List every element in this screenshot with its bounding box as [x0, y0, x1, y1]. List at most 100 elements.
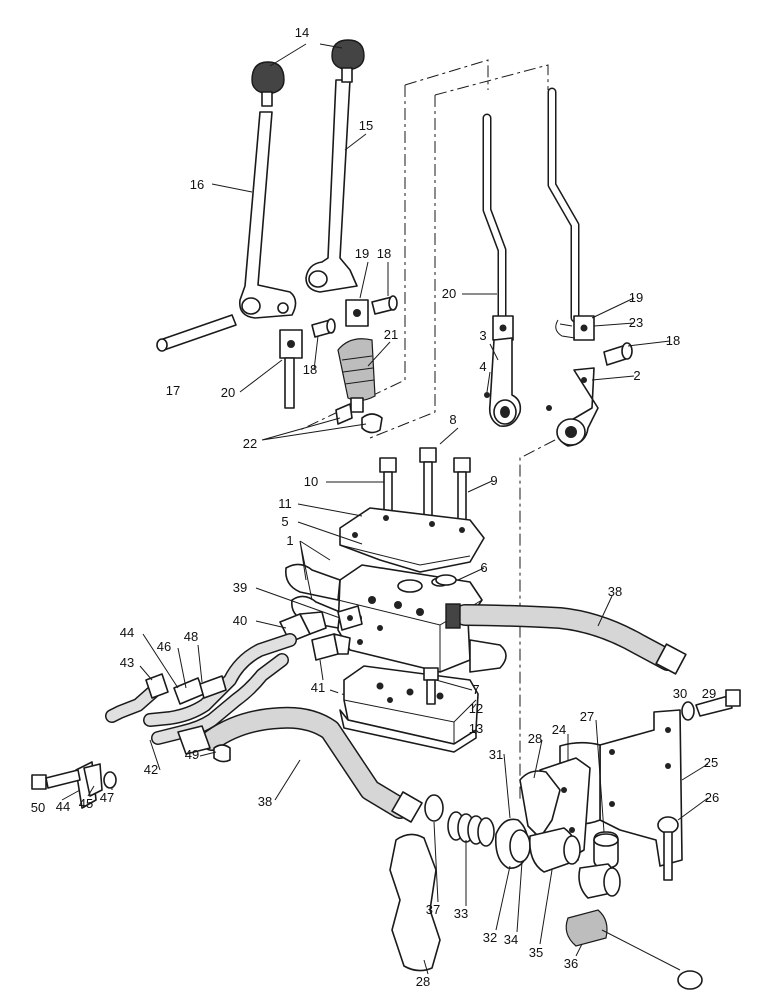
bolt-8: [419, 447, 437, 519]
spool-35: [578, 863, 621, 899]
pin-26: [657, 816, 679, 881]
part-label-p2: 2: [633, 368, 640, 383]
washer-37: [424, 794, 444, 822]
o-ring-6: [435, 574, 457, 586]
part-label-p7: 7: [472, 682, 479, 697]
part-label-p44b: 44: [56, 799, 70, 814]
part-label-p10: 10: [304, 474, 318, 489]
part-label-p44a: 44: [120, 625, 134, 640]
pin-18-upper: [371, 295, 398, 315]
pin-18-left: [311, 318, 336, 338]
part-label-p4: 4: [479, 359, 486, 374]
part-label-p34: 34: [504, 932, 518, 947]
part-label-p38a: 38: [608, 584, 622, 599]
arm-2: [556, 367, 599, 447]
part-label-p41: 41: [311, 680, 325, 695]
part-label-p22: 22: [243, 436, 257, 451]
part-label-p50: 50: [31, 800, 45, 815]
part-label-p5: 5: [281, 514, 288, 529]
part-label-p12: 12: [469, 701, 483, 716]
part-label-p15: 15: [359, 118, 373, 133]
part-label-p21: 21: [384, 327, 398, 342]
part-label-p47: 47: [100, 790, 114, 805]
arm-3: [488, 337, 522, 428]
spool-34: [528, 827, 581, 873]
part-label-p24: 24: [552, 722, 566, 737]
part-label-p46: 46: [157, 639, 171, 654]
part-label-p19b: 19: [629, 290, 643, 305]
part-label-p27: 27: [580, 709, 594, 724]
clevis-19-left: [345, 299, 369, 327]
part-label-p32: 32: [483, 930, 497, 945]
fitting-41: [311, 633, 351, 661]
knob-14-left: [251, 61, 285, 107]
part-label-p33: 33: [454, 906, 468, 921]
part-label-p26: 26: [705, 790, 719, 805]
part-label-p28a: 28: [528, 731, 542, 746]
part-label-p36: 36: [564, 956, 578, 971]
hose-38-lower: [177, 706, 423, 823]
pin-17: [156, 314, 237, 352]
part-label-p38b: 38: [258, 794, 272, 809]
part-label-p18c: 18: [666, 333, 680, 348]
knob-14-right: [331, 39, 365, 83]
part-label-p19a: 19: [355, 246, 369, 261]
parts-22: [335, 403, 383, 434]
part-label-p1: 1: [286, 533, 293, 548]
bolt-50: [31, 769, 81, 790]
part-label-p6: 6: [480, 560, 487, 575]
bolt-7: [423, 667, 439, 705]
part-label-p45: 45: [79, 796, 93, 811]
ball-4: [484, 392, 490, 398]
rod-20-right: [482, 113, 514, 341]
bolt-9: [453, 457, 471, 529]
part-label-p30: 30: [673, 686, 687, 701]
part-label-p17: 17: [166, 383, 180, 398]
fitting-39: [337, 605, 363, 631]
lever-15: [305, 79, 358, 293]
spring-33: [447, 811, 495, 847]
pipe-43: [105, 673, 169, 723]
bolt-10: [379, 457, 397, 515]
ring-32: [509, 829, 531, 863]
spacer-47: [103, 771, 117, 789]
tool-36: [565, 909, 703, 990]
bracket-44-45: [75, 761, 103, 809]
spool-27: [593, 831, 619, 869]
part-label-p8: 8: [449, 412, 456, 427]
part-label-p20a: 20: [221, 385, 235, 400]
alignment-lines: [299, 59, 556, 800]
part-label-p9: 9: [490, 473, 497, 488]
boot-21: [337, 338, 376, 413]
part-label-p28b: 28: [416, 974, 430, 989]
part-label-p37: 37: [426, 902, 440, 917]
part-label-p20b: 20: [442, 286, 456, 301]
part-label-p18a: 18: [377, 246, 391, 261]
rod-19-right: [547, 87, 595, 341]
clip-49: [213, 744, 231, 763]
cover-28-lower: [389, 833, 441, 972]
part-label-p49: 49: [185, 747, 199, 762]
leader-lines: [61, 43, 709, 975]
ball-4b: [546, 405, 552, 411]
hose-38-right: [445, 603, 687, 675]
part-label-p42: 42: [144, 762, 158, 777]
part-label-p43: 43: [120, 655, 134, 670]
part-label-p14: 14: [295, 25, 309, 40]
part-label-p18b: 18: [303, 362, 317, 377]
lever-16: [238, 111, 297, 319]
part-label-p11: 11: [278, 496, 292, 511]
part-label-p35: 35: [529, 945, 543, 960]
cover-28-upper: [519, 770, 561, 839]
part-label-p40: 40: [233, 613, 247, 628]
cover-11: [339, 507, 485, 573]
clip-46-48: [173, 675, 227, 705]
washer-30: [681, 701, 695, 721]
part-label-p3: 3: [479, 328, 486, 343]
clip-23: [555, 319, 576, 339]
clevis-20-left: [279, 329, 303, 409]
bolt-29: [695, 689, 741, 717]
part-label-p13: 13: [469, 721, 483, 736]
